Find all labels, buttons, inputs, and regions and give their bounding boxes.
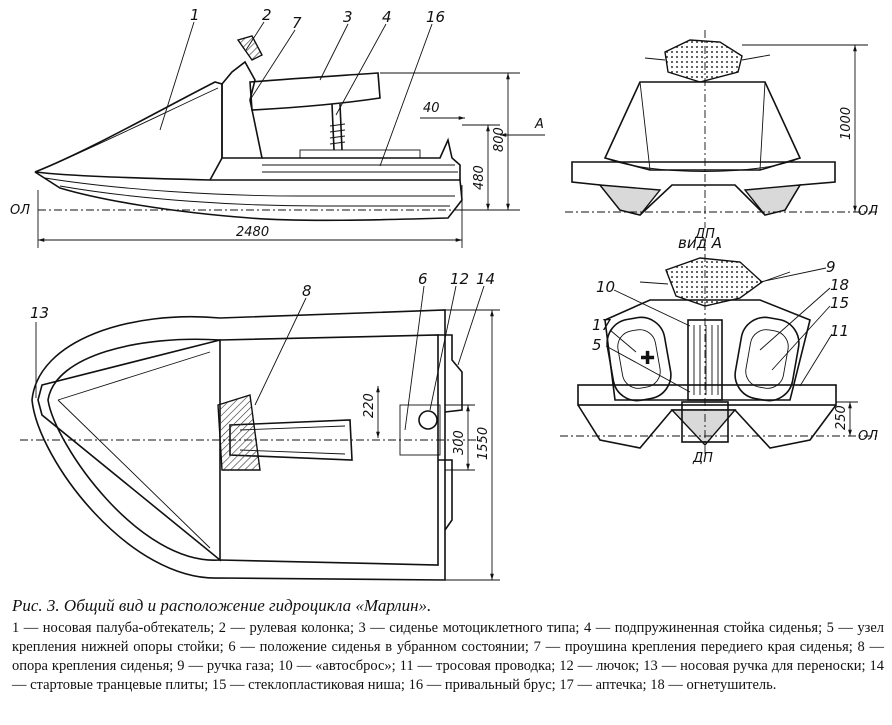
front-centerline-label: ДП xyxy=(694,227,715,242)
side-seat xyxy=(249,72,381,111)
side-bow-deck xyxy=(34,81,223,181)
callout-11: 11 xyxy=(830,322,849,340)
side-waterline-dim: 480 xyxy=(472,165,487,190)
callout-4: 4 xyxy=(382,8,392,26)
view-a-height-dim: 250 xyxy=(834,405,849,430)
front-view: ДП ОЛ 1000 xyxy=(565,30,880,242)
callout-6: 6 xyxy=(418,270,428,288)
view-a-title: вид А xyxy=(678,234,722,252)
view-a-waterline-label: ОЛ xyxy=(858,429,878,444)
side-length-dim: 2480 xyxy=(236,225,269,240)
callout-14: 14 xyxy=(476,270,495,288)
view-a: вид А ✚ ДП ОЛ 250 9 10 18 15 17 xyxy=(560,234,880,466)
callout-9: 9 xyxy=(826,258,836,276)
view-a-centerline-label: ДП xyxy=(692,451,713,466)
callout-17: 17 xyxy=(592,316,612,334)
callout-12: 12 xyxy=(450,270,469,288)
front-steering-head xyxy=(664,39,743,83)
side-offset-dim: 40 xyxy=(423,101,440,116)
callout-15: 15 xyxy=(830,294,849,312)
top-hull xyxy=(31,309,446,581)
side-height-dim: 800 xyxy=(492,127,507,152)
figure-legend: 1 — носовая палуба-обтекатель; 2 — рулев… xyxy=(12,620,884,693)
side-view: ОЛ 2480 800 480 40 A 1 2 7 3 4 16 xyxy=(10,6,545,248)
side-waterline-label: ОЛ xyxy=(10,203,30,218)
figure-title: Рис. 3. Общий вид и расположение гидроци… xyxy=(12,596,432,615)
callout-10: 10 xyxy=(596,278,615,296)
front-waterline-label: ОЛ xyxy=(858,204,878,219)
technical-drawing: ОЛ 2480 800 480 40 A 1 2 7 3 4 16 xyxy=(10,6,880,581)
side-view-arrow-a: A xyxy=(534,117,544,132)
first-aid-cross-icon: ✚ xyxy=(640,348,655,369)
front-body xyxy=(603,81,802,171)
top-hatch-dim: 300 xyxy=(452,430,467,455)
view-a-body xyxy=(604,299,811,401)
top-width-dim: 1550 xyxy=(476,427,491,460)
callout-2: 2 xyxy=(262,6,272,24)
callout-18: 18 xyxy=(830,276,849,294)
top-bow-deck xyxy=(37,338,221,562)
callout-16: 16 xyxy=(426,8,445,26)
side-steering-column xyxy=(221,60,263,159)
top-seat-width-dim: 220 xyxy=(362,393,377,418)
view-a-steering-head xyxy=(665,257,764,307)
side-hull xyxy=(34,171,463,222)
top-view: 1550 220 300 13 8 6 12 14 xyxy=(20,270,500,581)
callout-8: 8 xyxy=(302,282,312,300)
callout-3: 3 xyxy=(343,8,353,26)
callout-5: 5 xyxy=(592,336,602,354)
callout-13: 13 xyxy=(30,304,49,322)
callout-1: 1 xyxy=(190,6,200,24)
figure-caption: Рис. 3. Общий вид и расположение гидроци… xyxy=(12,596,884,695)
callout-7: 7 xyxy=(292,14,302,32)
front-height-dim: 1000 xyxy=(839,107,854,140)
